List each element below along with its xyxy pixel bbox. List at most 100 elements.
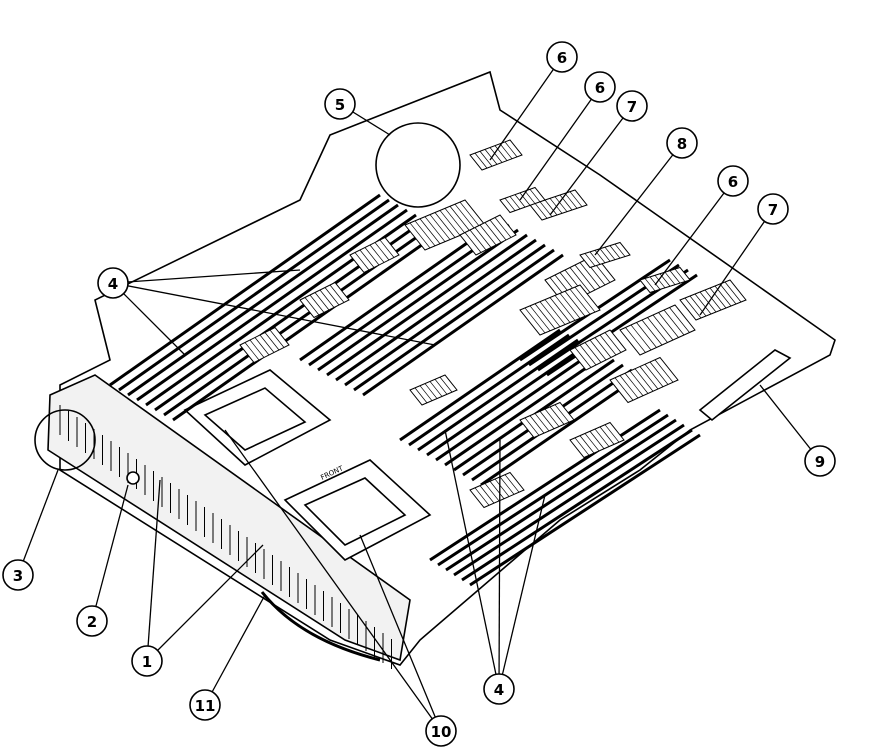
- dimm-slot: [480, 373, 642, 487]
- callout-ring-5: [375, 122, 461, 208]
- leader-line: [654, 180, 734, 286]
- leader-line: [489, 56, 563, 161]
- leader-line: [146, 479, 161, 662]
- dimm-slot: [546, 273, 698, 377]
- dimm-slot: [461, 428, 693, 582]
- dimm-slot: [444, 353, 606, 467]
- heatsink: [469, 471, 525, 509]
- leader-line: [17, 469, 59, 576]
- dimm-slot: [326, 233, 528, 377]
- dimm-slot: [118, 198, 390, 392]
- bezel-vents: [59, 405, 392, 669]
- callout-number: 3: [13, 567, 23, 585]
- callout-ring-3: [34, 409, 96, 471]
- callout-number: 11: [195, 697, 216, 715]
- callout-circle: [804, 445, 836, 477]
- leader-line: [204, 594, 266, 706]
- callout-circle: [483, 673, 515, 705]
- dimm-slot: [469, 433, 701, 587]
- dimm-slot: [136, 208, 408, 402]
- dimm-slot: [445, 418, 677, 572]
- callout-7: 7: [757, 193, 789, 225]
- dimm-slot: [429, 408, 661, 562]
- system-board: FRONT: [34, 70, 836, 669]
- callout-number: 6: [595, 79, 605, 97]
- callout-number: 4: [494, 681, 504, 699]
- leader-line: [519, 86, 601, 201]
- board-outline: [59, 70, 836, 666]
- heatsink: [569, 329, 627, 371]
- leader-line: [112, 282, 436, 346]
- heatsink: [499, 186, 546, 214]
- callout-number: 9: [815, 453, 825, 471]
- callout-circle: [666, 127, 698, 159]
- leader-line: [444, 429, 500, 690]
- callout-circle: [2, 559, 34, 591]
- heatsink: [579, 241, 631, 269]
- callout-6: 6: [546, 41, 578, 73]
- heatsink: [519, 401, 575, 439]
- dimm-slot: [408, 333, 570, 447]
- mezzanine-connector: [698, 349, 792, 422]
- callout-number: 7: [627, 98, 637, 116]
- leader-lines: [17, 56, 821, 732]
- leader-line: [498, 494, 546, 690]
- heatsink: [239, 326, 290, 364]
- leader-line: [759, 384, 821, 462]
- dimm-slot: [172, 228, 444, 422]
- callout-1: 1: [131, 645, 163, 677]
- dimm-slot: [426, 343, 588, 457]
- heatsink: [469, 139, 523, 171]
- heatsink: [679, 279, 747, 321]
- callout-circle: [189, 689, 221, 721]
- callout-number: 10: [431, 723, 452, 741]
- callout-number: 1: [142, 653, 152, 671]
- leader-line: [112, 282, 186, 356]
- callout-circle: [584, 71, 616, 103]
- callout-number: 6: [728, 173, 738, 191]
- callout-6: 6: [717, 165, 749, 197]
- callout-9: 9: [804, 445, 836, 477]
- callout-number: 5: [335, 96, 345, 114]
- callout-7: 7: [616, 90, 648, 122]
- leader-line: [359, 534, 442, 732]
- dimm-slot: [335, 238, 537, 382]
- callout-number: 7: [768, 201, 778, 219]
- dimm-slot: [317, 228, 519, 372]
- heatsink: [459, 214, 517, 256]
- heatsink: [299, 281, 350, 319]
- callout-circle: [76, 605, 108, 637]
- processor-socket-2-inner: [303, 477, 407, 546]
- leader-line: [146, 544, 264, 662]
- dimm-slot: [127, 203, 399, 397]
- callout-11: 11: [189, 689, 221, 721]
- callout-8: 8: [666, 127, 698, 159]
- leader-line: [594, 142, 683, 256]
- leader-line: [498, 439, 501, 690]
- callout-circle: [757, 193, 789, 225]
- callout-circle: [131, 645, 163, 677]
- callout-number: 8: [677, 135, 687, 153]
- heatsink: [529, 189, 588, 221]
- dimm-slot: [353, 248, 555, 392]
- callout-2: 2: [76, 605, 108, 637]
- callout-circle: [717, 165, 749, 197]
- callout-4: 4: [483, 673, 515, 705]
- heatsink: [349, 236, 400, 274]
- heatsink: [519, 284, 601, 336]
- callout-number: 4: [108, 275, 118, 293]
- callout-number: 6: [557, 49, 567, 67]
- heatsinks: [239, 139, 747, 509]
- power-button: [126, 471, 140, 485]
- heatsink: [609, 356, 679, 404]
- callout-number: 2: [87, 613, 97, 631]
- heatsink: [409, 374, 458, 406]
- dimm-slot: [109, 193, 381, 387]
- heatsink: [404, 199, 486, 251]
- release-handle: [260, 591, 381, 662]
- dimm-slot: [435, 348, 597, 462]
- callout-5: 5: [324, 88, 356, 120]
- callout-circle: [546, 41, 578, 73]
